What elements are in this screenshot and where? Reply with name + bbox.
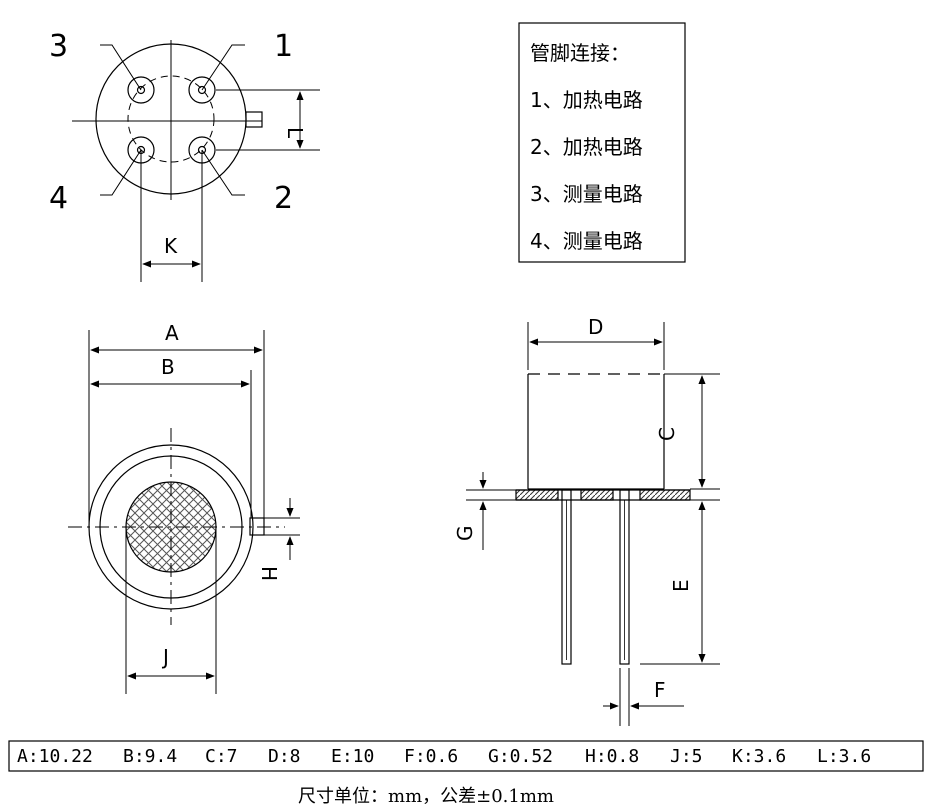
pin-pitch-circle [127, 75, 215, 163]
spec-g: G:0.52 [488, 746, 553, 767]
pin-3 [127, 76, 155, 104]
legend-item-4: 4、测量电路 [530, 229, 643, 253]
dim-label-k: K [164, 234, 178, 258]
legend-item-3: 3、测量电路 [530, 182, 643, 206]
spec-h: H:0.8 [585, 746, 639, 767]
legend-title: 管脚连接： [530, 41, 630, 65]
spec-b: B:9.4 [123, 746, 177, 767]
legend-item-1: 1、加热电路 [530, 88, 643, 112]
spec-j: J:5 [670, 746, 703, 767]
dim-label-h: H [257, 566, 281, 581]
pin-2-leader [201, 149, 245, 196]
spec-l: L:3.6 [817, 746, 871, 767]
dim-label-f: F [654, 678, 666, 702]
pin-1-leader [201, 44, 245, 91]
pin-legend-box [518, 22, 686, 263]
unit-note: 尺寸单位：mm，公差±0.1mm [298, 786, 554, 807]
pin-1 [188, 76, 216, 104]
spec-a: A:10.22 [17, 746, 93, 767]
dim-label-e: E [669, 579, 693, 592]
dim-label-d: D [588, 315, 603, 339]
legend-item-2: 2、加热电路 [530, 135, 643, 159]
side-pin-right [619, 489, 630, 665]
side-view [466, 322, 720, 726]
key-tab [245, 111, 263, 128]
top-view [72, 40, 320, 282]
dim-label-g: G [453, 526, 477, 542]
spec-k: K:3.6 [732, 746, 786, 767]
pin-label-1: 1 [274, 29, 293, 64]
base-plate-left [515, 489, 559, 501]
spec-c: C:7 [205, 746, 238, 767]
pin-label-4: 4 [49, 181, 68, 216]
spec-e: E:10 [331, 746, 374, 767]
spec-d: D:8 [268, 746, 301, 767]
front-view [68, 330, 300, 694]
base-plate-right [639, 489, 691, 501]
pin-label-2: 2 [274, 181, 293, 216]
dim-label-l: L [283, 127, 307, 139]
dim-label-j: J [161, 645, 169, 669]
side-pin-left [561, 489, 572, 665]
pin-label-3: 3 [49, 29, 68, 64]
dim-label-b: B [161, 355, 175, 379]
pin-4-leader [100, 149, 142, 196]
dim-label-a: A [165, 321, 179, 345]
spec-f: F:0.6 [404, 746, 458, 767]
spec-table [8, 740, 924, 772]
base-plate-mid [580, 489, 614, 501]
dim-label-c: C [655, 427, 679, 441]
pin-3-leader [100, 44, 142, 91]
